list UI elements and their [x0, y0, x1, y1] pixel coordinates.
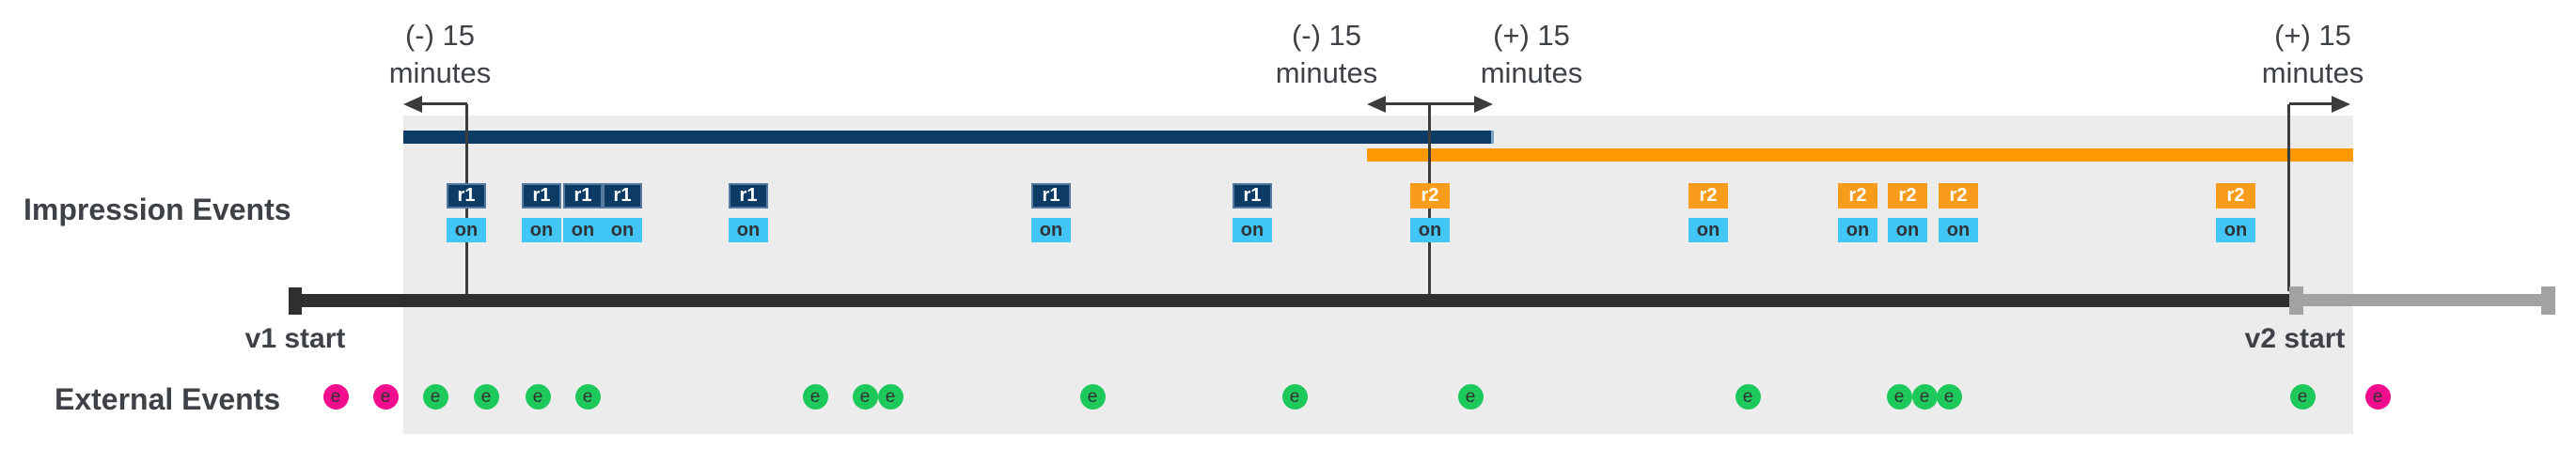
impression-event-r1: r1 on — [1233, 183, 1272, 242]
external-event-dot-green: e — [1886, 384, 1912, 410]
external-event-dot-green: e — [802, 384, 828, 410]
external-event-dot-green: e — [1911, 384, 1938, 410]
annotation-v2-minus15: (-) 15 minutes — [1276, 17, 1378, 92]
r1-badge: r1 — [522, 183, 561, 209]
arrow-left-icon — [403, 96, 422, 113]
annotation-line1: (+) 15 — [2274, 19, 2351, 52]
impression-event-r2: r2 on — [1939, 183, 1978, 242]
on-badge: on — [447, 218, 486, 242]
arrow-right-icon — [1474, 96, 1493, 113]
impression-event-r1: r1 on — [1031, 183, 1071, 242]
r2-badge: r2 — [2216, 183, 2255, 209]
annotation-line1: (-) 15 — [1291, 19, 1362, 52]
comparison-window-panel — [403, 116, 2353, 434]
on-badge: on — [1939, 218, 1978, 242]
on-badge: on — [729, 218, 768, 242]
r1-badge: r1 — [1031, 183, 1071, 209]
on-badge: on — [1233, 218, 1272, 242]
v2-end-cap — [2541, 286, 2555, 315]
annotation-v2-plus15: (+) 15 minutes — [1481, 17, 1583, 92]
impression-event-r1: r1 on — [563, 183, 603, 242]
on-badge: on — [563, 218, 603, 242]
r1-badge: r1 — [563, 183, 603, 209]
r1-badge: r1 — [447, 183, 486, 209]
r1-badge: r1 — [729, 183, 768, 209]
on-badge: on — [1888, 218, 1927, 242]
v1-window-bar — [403, 131, 1494, 144]
impression-event-r1: r1 on — [603, 183, 642, 242]
external-event-dot-green: e — [525, 384, 551, 410]
impression-event-r2: r2 on — [2216, 183, 2255, 242]
external-event-dot-green: e — [1281, 384, 1308, 410]
arrow-left-icon — [1367, 96, 1386, 113]
external-event-dot-green: e — [852, 384, 878, 410]
on-badge: on — [2216, 218, 2255, 242]
v2-plus15-marker-line — [2287, 104, 2290, 291]
annotation-line1: (-) 15 — [404, 19, 476, 52]
annotation-line2: minutes — [2261, 56, 2364, 89]
annotation-end-plus15: (+) 15 minutes — [2262, 17, 2364, 92]
arrow-line — [2289, 102, 2334, 105]
on-badge: on — [522, 218, 561, 242]
on-badge: on — [603, 218, 642, 242]
external-event-dot-green: e — [1079, 384, 1106, 410]
v2-window-bar — [1367, 148, 2353, 162]
annotation-line2: minutes — [1480, 56, 1583, 89]
on-badge: on — [1838, 218, 1877, 242]
impression-event-r2: r2 on — [1410, 183, 1450, 242]
r2-badge: r2 — [1410, 183, 1450, 209]
arrow-right-icon — [2332, 96, 2350, 113]
external-event-dot-green: e — [1457, 384, 1484, 410]
impression-event-r2: r2 on — [1838, 183, 1877, 242]
v1-timeline-bar — [289, 294, 2291, 307]
on-badge: on — [1689, 218, 1728, 242]
annotation-line2: minutes — [1275, 56, 1378, 89]
r1-badge: r1 — [603, 183, 642, 209]
arrow-line — [1382, 102, 1478, 105]
impression-event-r2: r2 on — [1888, 183, 1927, 242]
external-events-label: External Events — [55, 382, 281, 416]
external-event-dot-magenta: e — [2364, 384, 2391, 410]
external-event-dot-green: e — [877, 384, 903, 410]
impression-event-r2: r2 on — [1689, 183, 1728, 242]
v1-start-cap — [289, 287, 302, 315]
external-event-dot-green: e — [1735, 384, 1761, 410]
external-event-dot-magenta: e — [372, 384, 399, 410]
impression-event-r1: r1 on — [447, 183, 486, 242]
external-event-dot-green: e — [473, 384, 499, 410]
r2-badge: r2 — [1838, 183, 1877, 209]
v2-start-label: v2 start — [2244, 323, 2346, 354]
impression-events-label: Impression Events — [24, 193, 291, 226]
r1-badge: r1 — [1233, 183, 1272, 209]
annotation-v1-minus15: (-) 15 minutes — [389, 17, 492, 92]
arrow-line — [418, 102, 467, 105]
annotation-line2: minutes — [388, 56, 492, 89]
r2-badge: r2 — [1888, 183, 1927, 209]
impression-event-r1: r1 on — [729, 183, 768, 242]
external-event-dot-magenta: e — [322, 384, 349, 410]
r2-badge: r2 — [1689, 183, 1728, 209]
impression-event-r1: r1 on — [522, 183, 561, 242]
on-badge: on — [1031, 218, 1071, 242]
on-badge: on — [1410, 218, 1450, 242]
v2-timeline-bar — [2291, 294, 2541, 306]
external-event-dot-green: e — [2289, 384, 2316, 410]
v1-start-label: v1 start — [244, 323, 346, 354]
external-event-dot-green: e — [422, 384, 448, 410]
r2-badge: r2 — [1939, 183, 1978, 209]
v2-start-cap — [2289, 286, 2303, 315]
external-event-dot-green: e — [1936, 384, 1962, 410]
annotation-line1: (+) 15 — [1493, 19, 1570, 52]
external-event-dot-green: e — [574, 384, 601, 410]
